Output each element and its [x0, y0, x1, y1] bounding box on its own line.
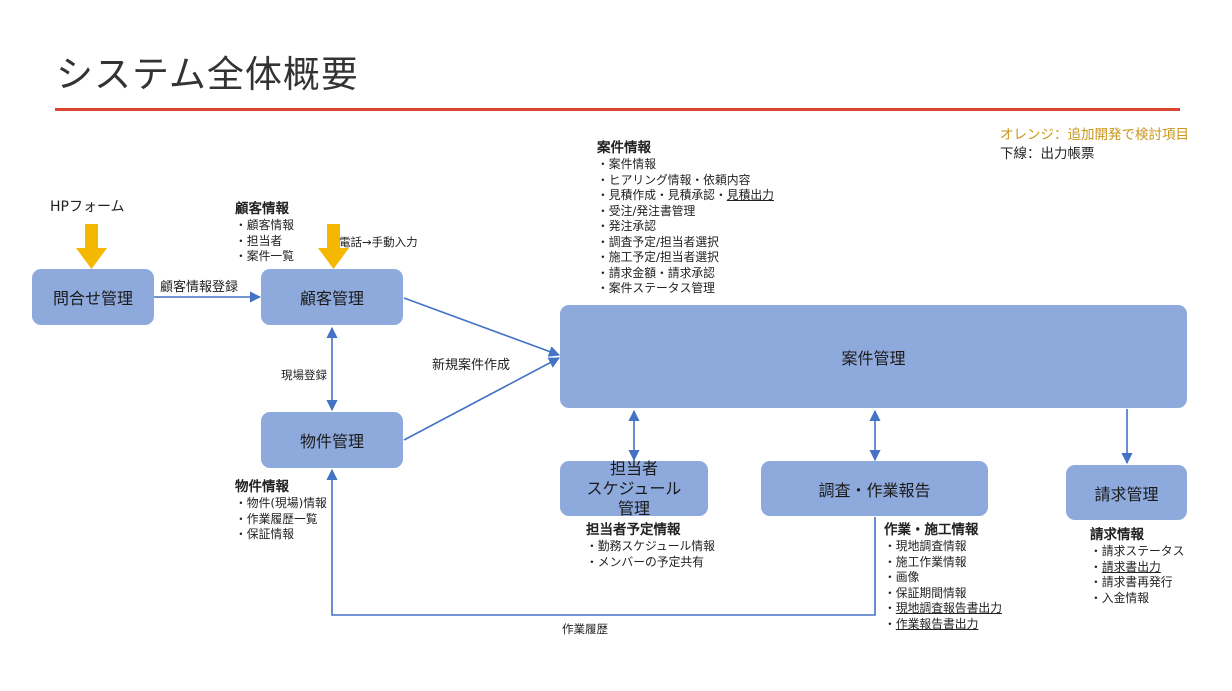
work-info-item: ・画像 — [884, 570, 920, 584]
customer-registration-label: 顧客情報登録 — [160, 280, 239, 295]
case-info-item: ・発注承認 — [597, 219, 656, 233]
staff-box-line3: 管理 — [617, 498, 650, 518]
inquiry-management-box: 問合せ管理 — [32, 269, 154, 325]
billing-info-block: 請求情報 ・請求ステータス ・請求書出力 ・請求書再発行 ・入金情報 — [1090, 527, 1184, 606]
case-info-block: 案件情報 ・案件情報 ・ヒアリング情報・依頼内容 ・見積作成・見積承認・見積出力… — [597, 140, 774, 297]
staff-info-block: 担当者予定情報 ・勤務スケジュール情報 ・メンバーの予定共有 — [586, 522, 715, 570]
customer-info-heading: 顧客情報 — [235, 201, 289, 217]
site-registration-label: 現場登録 — [281, 368, 327, 382]
work-info-item: ・保証期間情報 — [884, 585, 967, 600]
work-report-output-link[interactable]: 作業報告書出力 — [895, 616, 979, 631]
property-management-box: 物件管理 — [261, 412, 403, 468]
legend-orange: オレンジ：追加開発で検討項目 — [1000, 127, 1189, 143]
property-info-item: ・物件(現場)情報 — [235, 496, 327, 510]
case-info-item: ・施工予定/担当者選択 — [597, 250, 719, 264]
billing-info-item: ・請求書再発行 — [1090, 575, 1173, 589]
work-info-output-row: ・現地調査報告書出力 — [884, 601, 1002, 617]
page-title: システム全体概要 — [56, 53, 359, 96]
bullet: ・ — [1090, 559, 1102, 574]
estimate-output-link[interactable]: 見積出力 — [726, 188, 774, 202]
customer-info-item: ・案件一覧 — [235, 249, 294, 263]
work-info-output-row: ・作業報告書出力 — [884, 617, 1002, 633]
hp-form-input-arrow — [76, 224, 107, 269]
billing-info-item: ・入金情報 — [1090, 590, 1149, 605]
hp-form-label: HPフォーム — [50, 199, 125, 215]
work-history-label: 作業履歴 — [562, 622, 608, 636]
work-info-heading: 作業・施工情報 — [884, 522, 979, 538]
staff-box-line2: スケジュール — [586, 478, 682, 498]
title-divider — [55, 108, 1180, 111]
billing-info-heading: 請求情報 — [1090, 527, 1144, 543]
case-info-item: ・ヒアリング情報・依頼内容 — [597, 172, 751, 187]
property-info-item: ・作業履歴一覧 — [235, 511, 318, 526]
customer-info-item: ・顧客情報 — [235, 218, 294, 232]
case-info-item: ・案件情報 — [597, 157, 656, 171]
case-info-item: ・見積作成・見積承認・ — [597, 188, 727, 202]
case-info-item: ・調査予定/担当者選択 — [597, 234, 719, 249]
phone-input-label: 電話→手動入力 — [339, 235, 418, 249]
work-info-item: ・現地調査情報 — [884, 539, 967, 553]
case-info-item-estimate: ・見積作成・見積承認・見積出力 — [597, 188, 774, 204]
property-info-item: ・保証情報 — [235, 527, 294, 541]
staff-info-item: ・勤務スケジュール情報 — [586, 539, 715, 553]
case-info-heading: 案件情報 — [597, 140, 651, 156]
work-info-item: ・施工作業情報 — [884, 554, 967, 569]
staff-info-heading: 担当者予定情報 — [586, 522, 681, 538]
customer-to-case-arrow — [403, 297, 561, 357]
site-survey-report-output-link[interactable]: 現地調査報告書出力 — [895, 601, 1002, 615]
legend-underline: 下線：出力帳票 — [1000, 146, 1095, 162]
bullet: ・ — [884, 616, 896, 631]
staff-info-item: ・メンバーの予定共有 — [586, 554, 704, 569]
billing-info-output-row: ・請求書出力 — [1090, 560, 1184, 576]
staff-schedule-management-box: 担当者 スケジュール 管理 — [560, 458, 708, 518]
work-history-arrow — [326, 468, 876, 616]
case-info-item: ・案件ステータス管理 — [597, 281, 715, 295]
staff-box-line1: 担当者 — [609, 458, 658, 478]
case-info-item: ・請求金額・請求承認 — [597, 265, 715, 280]
billing-management-box: 請求管理 — [1066, 465, 1187, 520]
customer-management-box: 顧客管理 — [261, 269, 403, 325]
customer-info-block: 顧客情報 ・顧客情報 ・担当者 ・案件一覧 — [235, 201, 294, 265]
new-case-label: 新規案件作成 — [432, 358, 511, 373]
invoice-output-link[interactable]: 請求書出力 — [1101, 559, 1161, 574]
property-info-block: 物件情報 ・物件(現場)情報 ・作業履歴一覧 ・保証情報 — [235, 479, 327, 543]
property-to-case-arrow — [403, 357, 560, 441]
case-management-box: 案件管理 — [560, 305, 1187, 408]
case-info-item: ・受注/発注書管理 — [597, 203, 696, 218]
billing-info-item: ・請求ステータス — [1090, 544, 1185, 558]
work-info-block: 作業・施工情報 ・現地調査情報 ・施工作業情報 ・画像 ・保証期間情報 ・現地調… — [884, 522, 1002, 632]
bullet: ・ — [884, 601, 896, 615]
customer-info-item: ・担当者 — [235, 233, 283, 248]
phone-input-arrow — [318, 224, 349, 269]
property-info-heading: 物件情報 — [235, 479, 289, 495]
survey-work-report-box: 調査・作業報告 — [761, 461, 988, 516]
